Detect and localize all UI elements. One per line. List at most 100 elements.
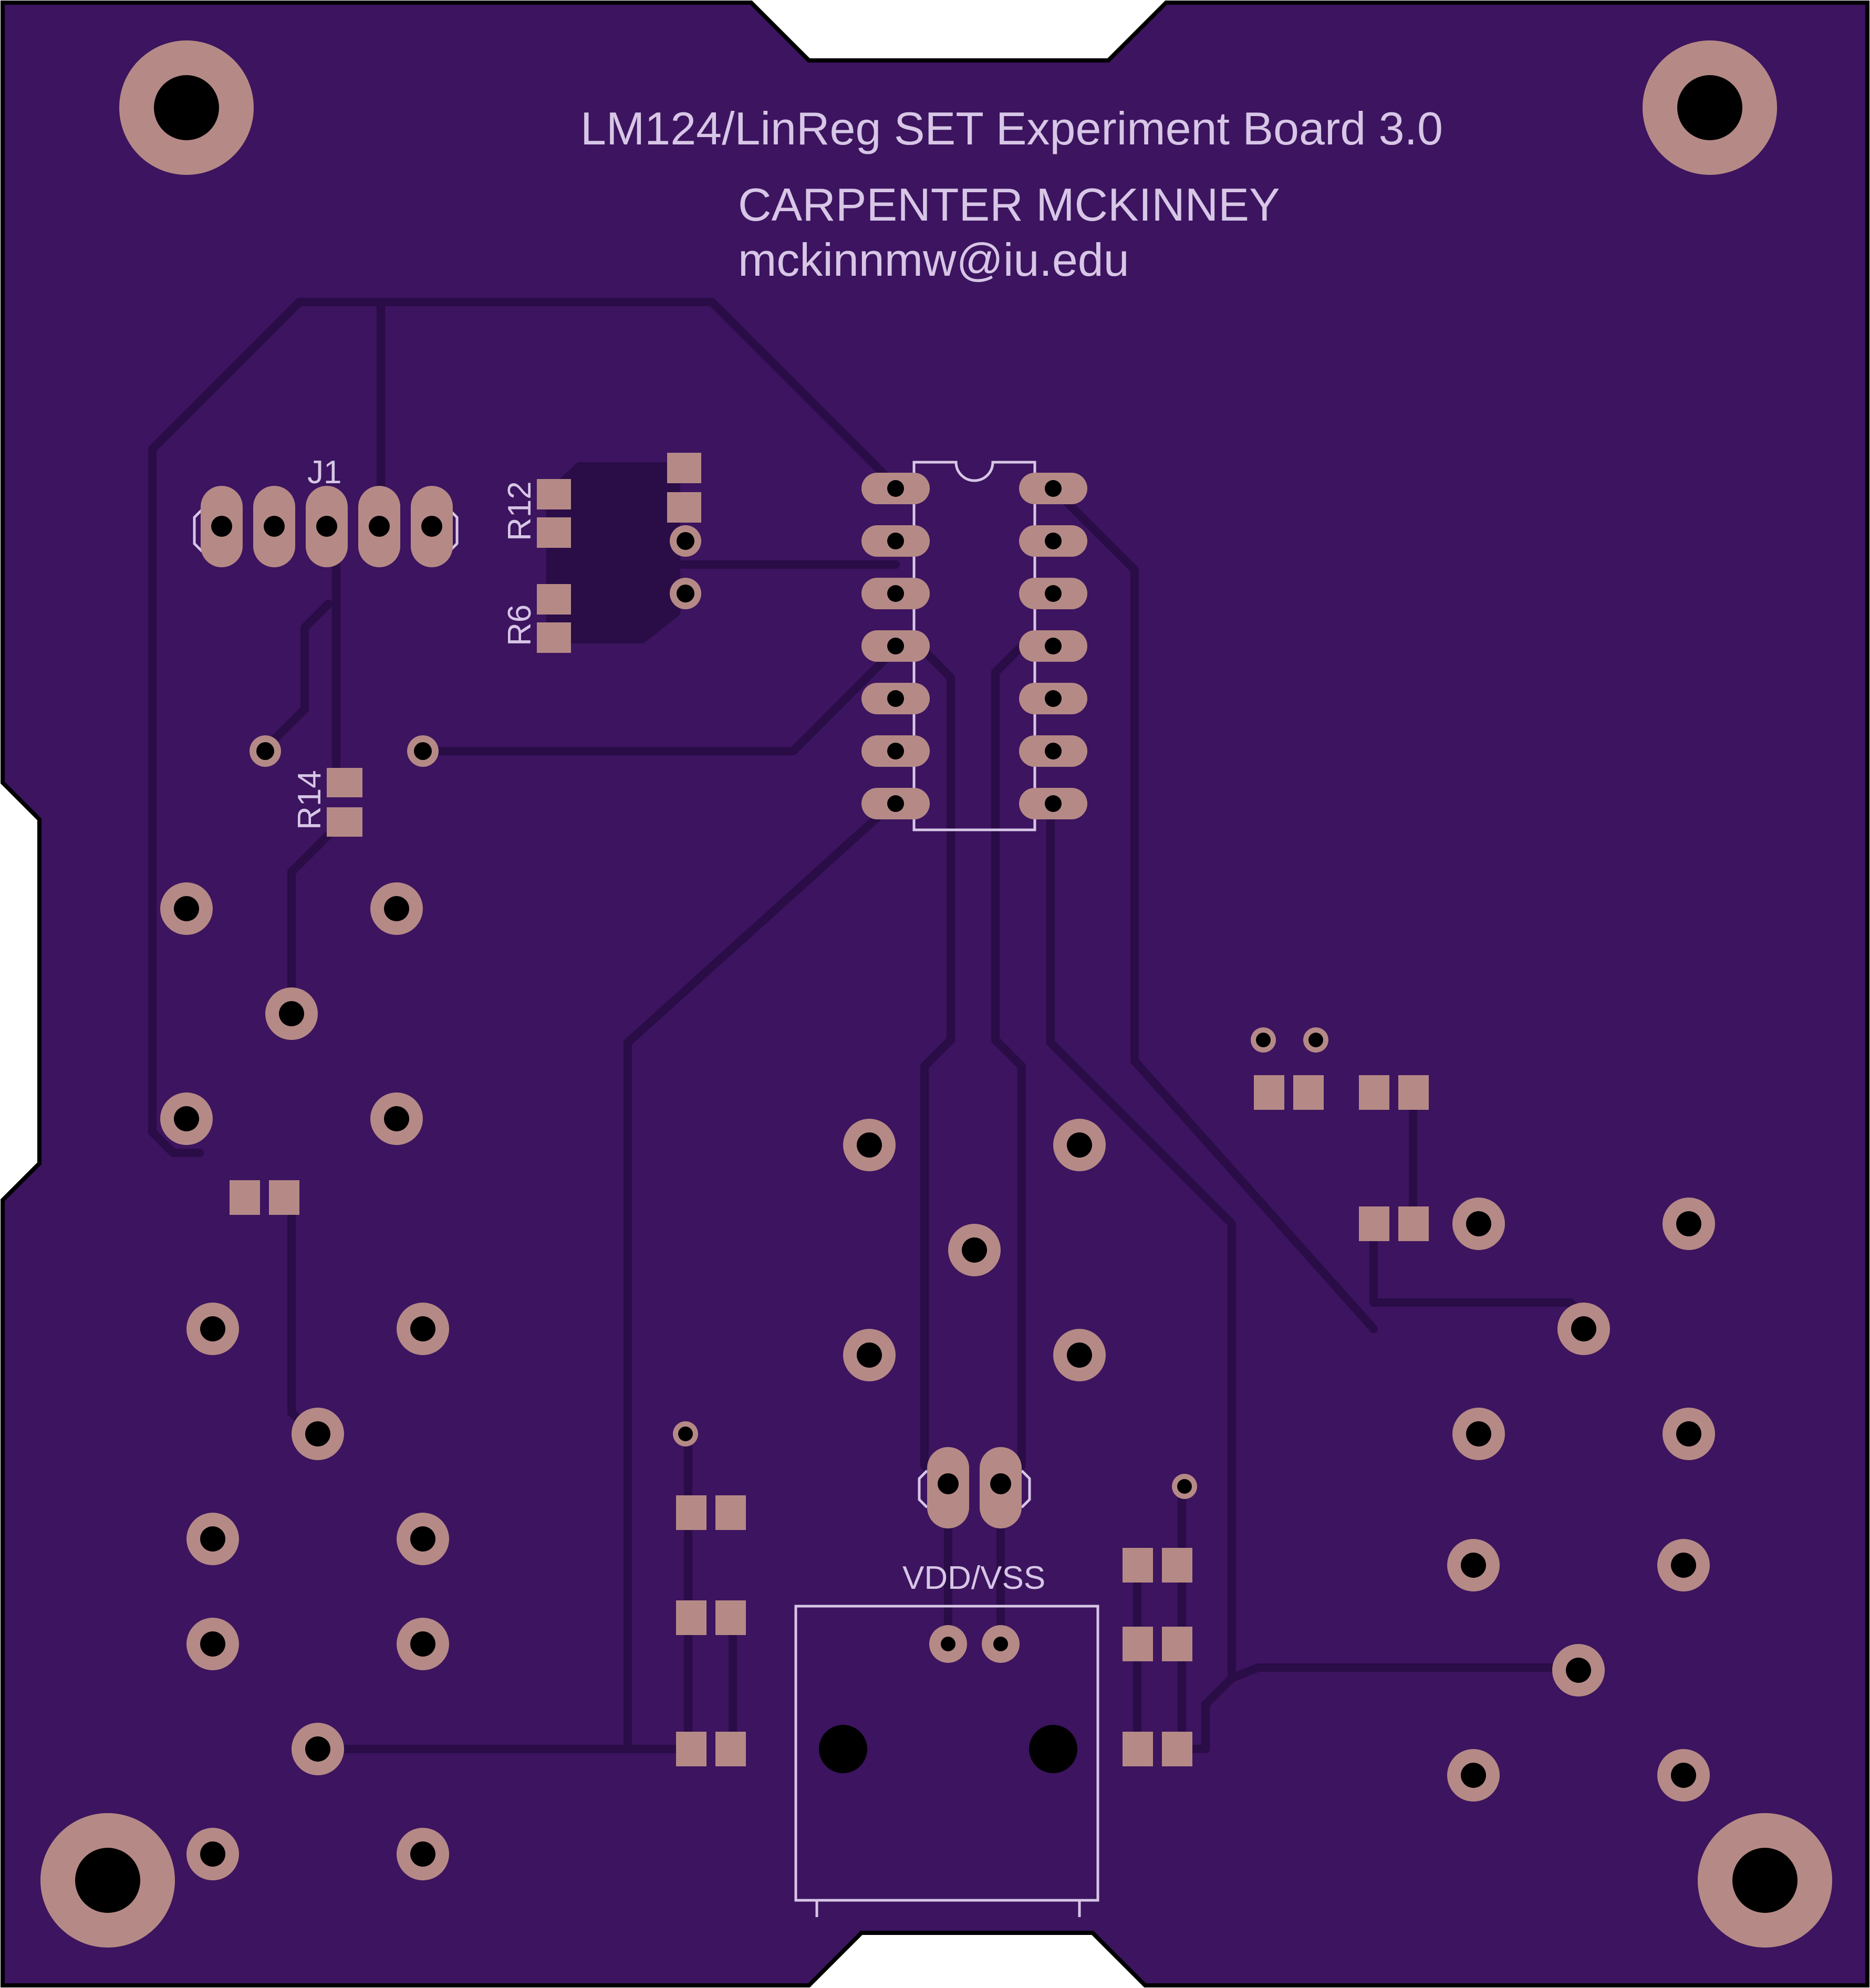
smd-pad-icon (1123, 1732, 1153, 1766)
drill-hole (1461, 1553, 1486, 1578)
drill-hole (887, 533, 904, 549)
jack-mount-left (819, 1725, 867, 1773)
smd-pad-icon (667, 492, 701, 523)
drill-hole (1045, 795, 1062, 812)
drill-hole (305, 1421, 330, 1446)
drill-hole (1045, 533, 1062, 549)
label-r6: R6 (502, 605, 538, 646)
mounting-hole-icon (1698, 1813, 1832, 1948)
drill-hole (410, 1526, 435, 1552)
drill-hole (938, 1473, 959, 1494)
smd-pads (230, 453, 1429, 1766)
drill-hole (1676, 1211, 1701, 1236)
drill-hole (1466, 1211, 1491, 1236)
mounting-holes (40, 40, 1832, 1948)
drill-hole (410, 1316, 435, 1341)
drill-hole (1045, 690, 1062, 707)
drill-hole (410, 1841, 435, 1867)
mounting-hole-icon (40, 1813, 175, 1948)
trace-ic-right-d (1046, 482, 1378, 1333)
smd-pad-icon (1162, 1627, 1192, 1661)
drill-hole (211, 516, 232, 537)
trace-j1-via (261, 600, 333, 753)
drill-hole (887, 480, 904, 497)
smd-pad-icon (1162, 1548, 1192, 1583)
drill-hole (1045, 743, 1062, 759)
drill-hole (1045, 585, 1062, 602)
two-pin-connector (918, 1447, 1031, 1528)
drill-hole (305, 1736, 330, 1762)
power-jack-icon (794, 1605, 1099, 1917)
smd-pad-icon (269, 1180, 299, 1215)
drill-hole (1466, 1421, 1491, 1446)
smd-pad-icon (715, 1600, 746, 1635)
trace-right-bottom (1228, 1663, 1570, 1682)
drill-hole (1067, 1342, 1092, 1368)
mounting-hole-icon (119, 40, 254, 175)
drill-hole (384, 896, 409, 921)
drill-hole (410, 1631, 435, 1657)
drill-hole (857, 1132, 882, 1158)
smd-pad-icon (1359, 1075, 1389, 1110)
drill-hole (1676, 1421, 1701, 1446)
drill-hole (1067, 1132, 1092, 1158)
label-power-connector: VDD/VSS (902, 1560, 1045, 1596)
drill-hole (369, 516, 390, 537)
smd-pad-icon (537, 584, 571, 615)
j1-outline (193, 508, 459, 553)
drill-hole (200, 1526, 225, 1552)
drill-hole (990, 1473, 1011, 1494)
smd-pad-icon (667, 453, 701, 483)
drill-hole (384, 1106, 409, 1131)
drill-hole (887, 585, 904, 602)
drill-hole (1045, 480, 1062, 497)
mounting-hole-icon (1643, 40, 1777, 175)
drill-hole (200, 1631, 225, 1657)
smd-pad-icon (715, 1732, 746, 1766)
label-j1: J1 (307, 454, 341, 491)
drill-hole (256, 742, 274, 760)
drill-hole (264, 516, 285, 537)
drill-hole (962, 1237, 987, 1263)
j1-header (193, 486, 459, 567)
smd-pad-icon (1162, 1732, 1192, 1766)
drill-hole (1461, 1763, 1486, 1788)
smd-pad-icon (1123, 1627, 1153, 1661)
smd-pad-icon (1398, 1206, 1429, 1241)
dip14-ic-icon (861, 461, 1087, 831)
trace-r14-pad (287, 818, 346, 1015)
drill-hole (174, 896, 199, 921)
power-jack-outline (794, 1605, 1099, 1902)
drill-hole (1256, 1033, 1271, 1047)
smd-pad-icon (537, 622, 571, 653)
smd-pad-icon (327, 768, 362, 797)
drill-hole (200, 1841, 225, 1867)
drill-hole (1045, 638, 1062, 654)
smd-pad-icon (327, 807, 362, 837)
label-r14: R14 (292, 770, 328, 830)
drill-hole (421, 516, 442, 537)
drill-hole (1566, 1658, 1591, 1683)
drill-hole (678, 1427, 693, 1441)
smd-pad-icon (1398, 1075, 1429, 1110)
smd-pad-icon (1123, 1548, 1153, 1583)
trace-via-ic (419, 644, 900, 755)
smd-pad-icon (1254, 1075, 1284, 1110)
trace-top-loop (148, 298, 900, 1157)
drill-hole (887, 795, 904, 812)
drill-hole (887, 690, 904, 707)
smd-pad-icon (676, 1600, 707, 1635)
smd-pad-icon (676, 1732, 707, 1766)
drill-hole (993, 1637, 1008, 1651)
drill-hole (174, 1106, 199, 1131)
board-title: LM124/LinReg SET Experiment Board 3.0 (580, 102, 1443, 154)
board-email: mckinnmw@iu.edu (738, 234, 1129, 286)
trace-ic-down-left (624, 797, 900, 1753)
drill-hole (677, 532, 694, 550)
label-r12: R12 (502, 481, 538, 541)
drill-hole (887, 743, 904, 759)
smd-pad-icon (676, 1495, 707, 1530)
drill-hole (1308, 1033, 1323, 1047)
via-drills (256, 532, 1323, 1651)
drill-hole (887, 638, 904, 654)
